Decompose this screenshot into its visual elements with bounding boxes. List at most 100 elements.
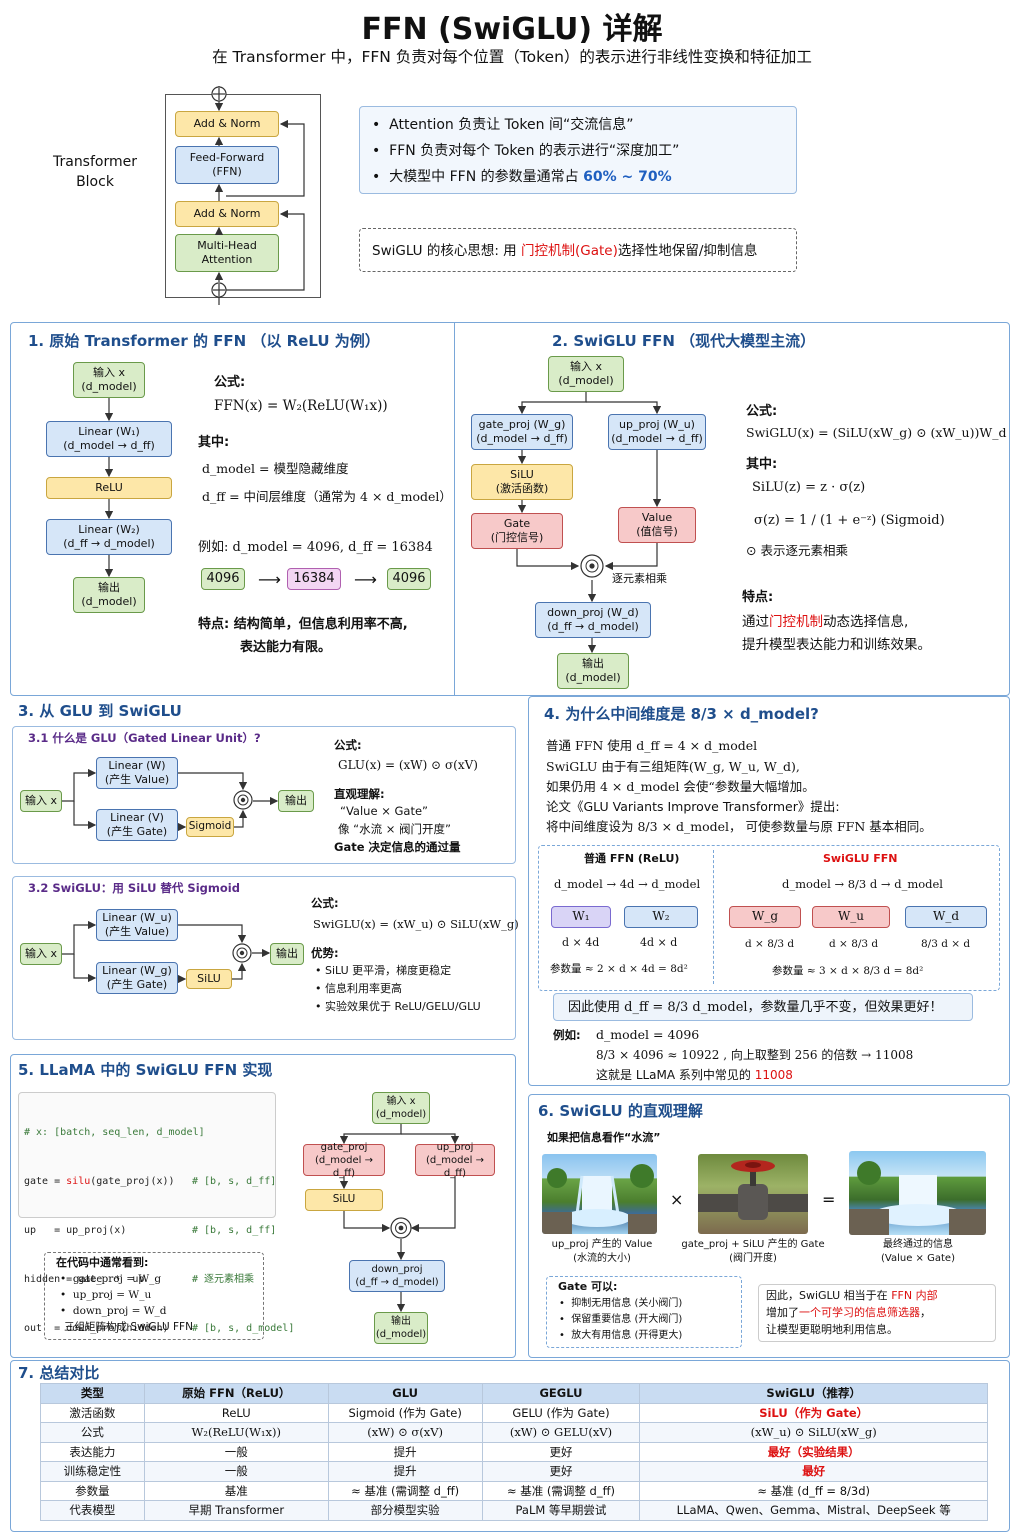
table-cell: Sigmoid (作为 Gate) (327, 1402, 483, 1423)
table-cell: 早期 Transformer (143, 1500, 329, 1521)
table-cell: 更好 (481, 1461, 641, 1482)
s2-silu: SiLU(激活函数) (471, 464, 573, 500)
section-2-title: 2. SwiGLU FFN （现代大模型主流） (552, 332, 816, 350)
s2-silu-formula: SiLU(z) = z · σ(z) (752, 480, 866, 495)
s5-down-proj: down_proj(d_ff → d_model) (349, 1260, 445, 1292)
s1-num-1: 4096 (201, 568, 245, 590)
s4-plain-title: 普通 FFN (ReLU) (584, 852, 680, 865)
s1-linear2: Linear (W₂)(d_ff → d_model) (46, 519, 172, 555)
s4-wu-dim: d × 8/3 d (829, 938, 879, 950)
intro-bullet-3: • 大模型中 FFN 的参数量通常占 60% ~ 70% (372, 169, 672, 185)
s2-value: Value(值信号) (618, 507, 696, 543)
s6-caption-2: gate_proj + SiLU 产生的 Gate(阀门开度) (681, 1239, 825, 1264)
s31-u3: Gate 决定信息的通过量 (334, 840, 461, 854)
s1-formula-label: 公式: (214, 375, 246, 390)
s2-feature: 通过门控机制动态选择信息, (742, 614, 909, 630)
s32-linear-wg: Linear (W_g)(产生 Gate) (96, 962, 178, 994)
s4-line-4: 论文《GLU Variants Improve Transformer》提出: (546, 799, 840, 814)
table-cell: 训练稳定性 (40, 1461, 145, 1482)
s2-formula-label: 公式: (746, 404, 778, 419)
s1-dmodel: d_model = 模型隐藏维度 (202, 461, 349, 476)
s6-intro: 如果把信息看作“水流” (547, 1131, 661, 1144)
code-lines: # x: [batch, seq_len, d_model] gate = si… (24, 1126, 295, 1334)
table-cell: 最好（实验结果） (639, 1441, 988, 1462)
section-1-2 (10, 322, 1010, 696)
table-row: 训练稳定性一般提升更好最好 (40, 1461, 988, 1482)
s31-formula: GLU(x) = (xW) ⊙ σ(xV) (338, 758, 478, 772)
table-cell: 一般 (143, 1461, 329, 1482)
table-cell: 一般 (143, 1441, 329, 1462)
s4-wg: W_g (729, 906, 801, 928)
s1-num-2: 16384 (287, 568, 341, 590)
s4-example-3: 这就是 LLaMA 系列中常见的 11008 (596, 1068, 793, 1082)
s5-silu: SiLU (305, 1189, 383, 1211)
s31-linear-w: Linear (W)(产生 Value) (96, 757, 178, 789)
table-cell: (xW) ⊙ σ(xV) (327, 1422, 483, 1443)
table-cell: ≈ 基准 (需调整 d_ff) (327, 1480, 483, 1501)
table-cell: 提升 (327, 1441, 483, 1462)
s1-num-3: 4096 (387, 568, 431, 590)
s4-wg-dim: d × 8/3 d (745, 938, 795, 950)
s31-title: 3.1 什么是 GLU（Gated Linear Unit）? (28, 731, 261, 745)
s31-linear-v: Linear (V)(产生 Gate) (96, 809, 178, 841)
s32-input: 输入 x (20, 943, 62, 965)
s4-w2-dim: 4d × d (640, 936, 678, 949)
table-cell: 提升 (327, 1461, 483, 1482)
s31-input: 输入 x (20, 790, 62, 812)
s2-input: 输入 x(d_model) (548, 356, 624, 392)
s5-input: 输入 x(d_model) (372, 1092, 430, 1124)
s5-note-box (44, 1252, 264, 1340)
s4-line-3: 如果仍用 4 × d_model 会使“参数量大幅增加。 (546, 779, 815, 794)
table-cell: 表达能力 (40, 1441, 145, 1462)
intro-bullet-2: • FFN 负责对每个 Token 的表示进行“深度加工” (372, 143, 680, 159)
s4-line-2: SwiGLU 由于有三组矩阵(W_g, W_u, W_d), (546, 759, 800, 774)
table-header-2: GLU (327, 1383, 483, 1404)
s32-title: 3.2 SwiGLU：用 SiLU 替代 Sigmoid (28, 881, 240, 895)
table-cell: ReLU (143, 1402, 329, 1423)
s6-gate-box (546, 1276, 742, 1348)
s1-linear1: Linear (W₁)(d_model → d_ff) (46, 421, 172, 457)
s32-linear-wu: Linear (W_u)(产生 Value) (96, 909, 178, 941)
table-row: 参数量基准≈ 基准 (需调整 d_ff)≈ 基准 (需调整 d_ff)≈ 基准 … (40, 1480, 988, 1501)
s6-times: × (670, 1190, 684, 1209)
table-cell: 最好 (639, 1461, 988, 1482)
section-7 (10, 1360, 1010, 1532)
s4-w1-dim: d × 4d (562, 936, 600, 949)
intro-bullet-1: • Attention 负责让 Token 间“交流信息” (372, 117, 634, 133)
section-5-title: 5. LLaMA 中的 SwiGLU FFN 实现 (18, 1061, 273, 1079)
s32-adv-2: • 信息利用率更高 (315, 982, 402, 995)
s2-odot-note: ⊙ 表示逐元素相乘 (746, 543, 848, 558)
section-6-title: 6. SwiGLU 的直观理解 (538, 1102, 703, 1120)
block-label: Transformer Block (52, 154, 137, 191)
s5-output: 输出(d_model) (374, 1312, 428, 1344)
s2-feature-2: 提升模型表达能力和训练效果。 (742, 637, 931, 653)
section-4 (528, 696, 1010, 1086)
s6-gate-2: • 保留重要信息 (开大阀门) (559, 1314, 683, 1325)
table-cell: GELU (作为 Gate) (481, 1402, 641, 1423)
page-title: FFN (SwiGLU) 详解 (361, 12, 663, 47)
s4-line-5: 将中间维度设为 8/3 × d_model， 可使参数量与原 FFN 基本相同。 (546, 819, 932, 834)
s2-sigmoid-formula: σ(z) = 1 / (1 + e⁻ᶻ) (Sigmoid) (754, 513, 945, 528)
s2-formula: SwiGLU(x) = (SiLU(xW_g) ⊙ (xW_u))W_d (746, 425, 1007, 440)
s2-feature-label: 特点: (742, 590, 774, 605)
s31-sigmoid: Sigmoid (186, 817, 234, 837)
s5-note-title: 在代码中通常看到: (56, 1256, 149, 1269)
table-cell: SiLU（作为 Gate） (639, 1402, 988, 1423)
s1-feature: 特点: 结构简单，但信息利用率不高, (198, 617, 408, 632)
add-norm-top: Add & Norm (175, 111, 279, 137)
s6-equals: = (822, 1190, 836, 1209)
table-cell: ≈ 基准 (d_ff = 8/3d) (639, 1480, 988, 1501)
s2-mul-label: 逐元素相乘 (612, 572, 667, 585)
table-cell: 部分模型实验 (327, 1500, 483, 1521)
s1-example: 例如: d_model = 4096, d_ff = 16384 (198, 540, 433, 555)
table-cell: 参数量 (40, 1480, 145, 1501)
s2-where: 其中: (746, 457, 778, 472)
s2-gate-proj: gate_proj (W_g)(d_model → d_ff) (471, 414, 573, 450)
s5-note-1: • gate_proj = W_g (60, 1273, 162, 1285)
s32-formula: SwiGLU(x) = (xW_u) ⊙ SiLU(xW_g) (313, 917, 519, 931)
waterfall-image (542, 1154, 657, 1234)
s4-example-2: 8/3 × 4096 ≈ 10922 , 向上取整到 256 的倍数 → 110… (596, 1048, 914, 1062)
section-1-title: 1. 原始 Transformer 的 FFN （以 ReLU 为例） (28, 332, 380, 350)
s6-caption-3: 最终通过的信息(Value × Gate) (881, 1239, 955, 1264)
